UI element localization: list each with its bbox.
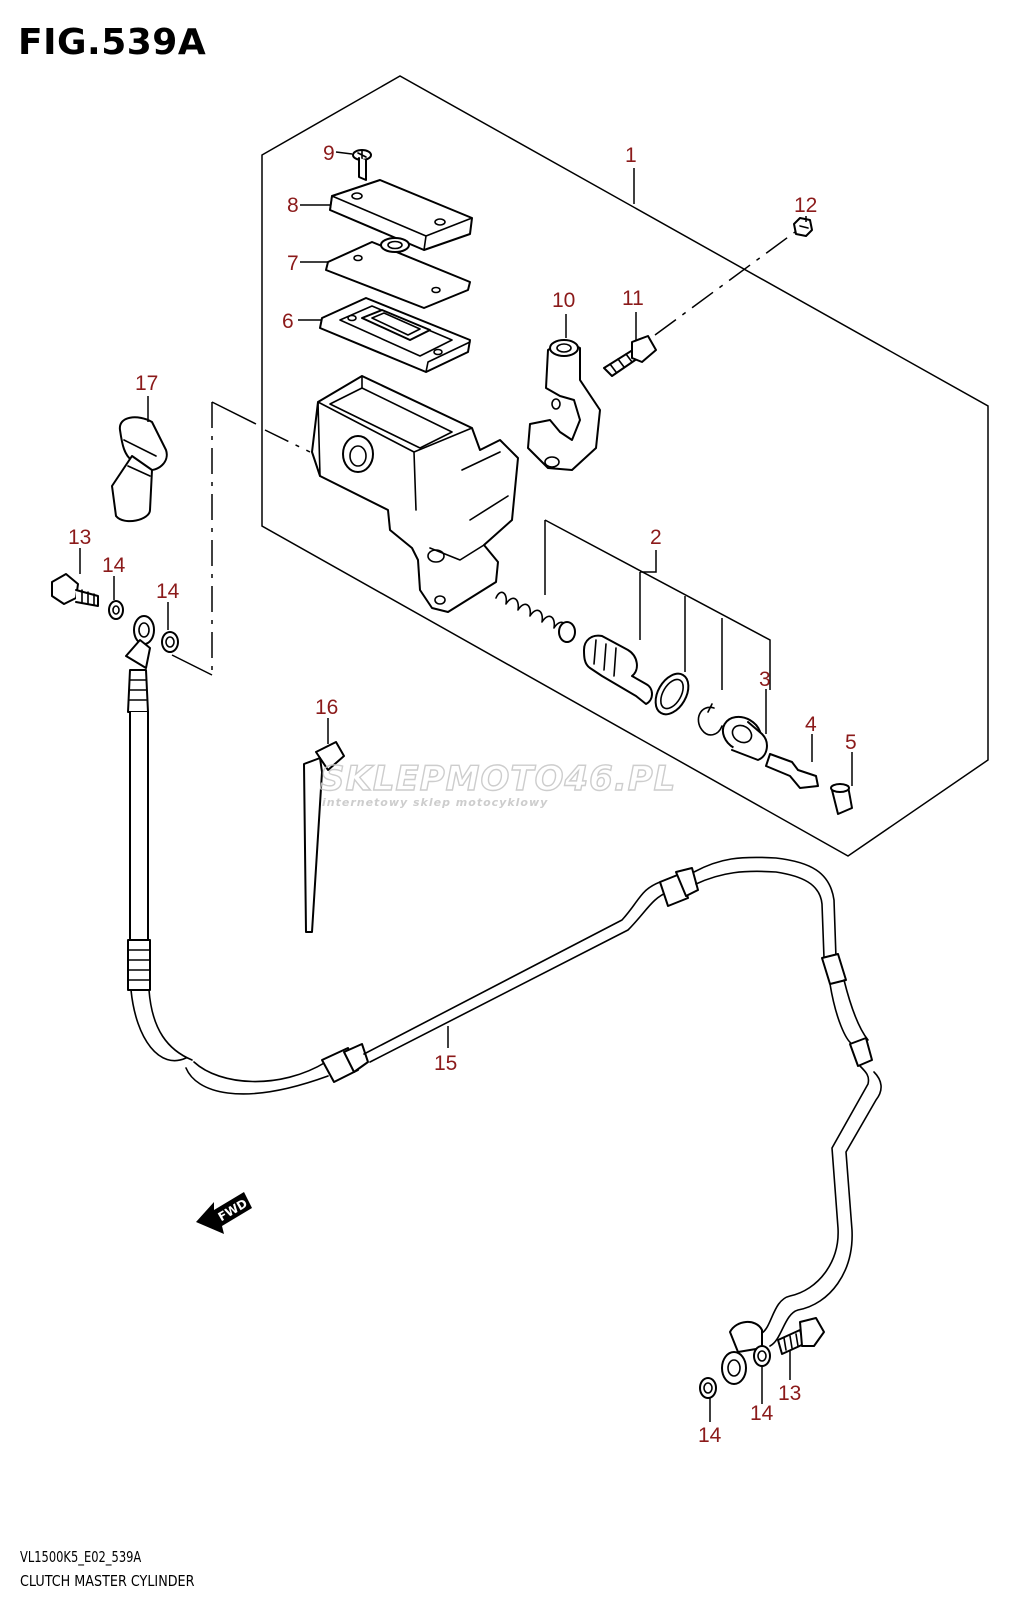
callout-10: 10 <box>552 289 575 312</box>
alignment-bracket-left <box>171 401 257 676</box>
boot-part-3 <box>721 715 768 761</box>
callout-2: 2 <box>650 526 662 549</box>
callout-14-top-b: 14 <box>156 580 180 603</box>
watermark-brand-b: MOTO <box>446 759 565 799</box>
figure-code: VL1500K5_E02_539A <box>20 1548 142 1566</box>
callout-9: 9 <box>323 142 335 165</box>
watermark-brand-d: .PL <box>614 759 677 799</box>
master-cylinder-body-part-1 <box>311 375 519 613</box>
washer-part-14-top-b <box>161 631 179 653</box>
callout-13-bottom: 13 <box>778 1382 801 1405</box>
callout-7: 7 <box>287 252 299 275</box>
callout-11: 11 <box>622 287 644 310</box>
callout-6: 6 <box>282 310 294 333</box>
nut-part-12 <box>793 217 813 237</box>
circlip-part-2 <box>697 703 723 736</box>
callout-17: 17 <box>135 372 158 395</box>
callout-15: 15 <box>434 1052 457 1075</box>
screw-part-9 <box>352 149 372 181</box>
watermark: SKLEPMOTO46.PL internetowy sklep motocyk… <box>319 758 676 809</box>
hose-clamp-part-16 <box>303 741 345 933</box>
callout-12: 12 <box>794 194 817 217</box>
diaphragm-plate-part-7 <box>325 237 471 309</box>
callout-16: 16 <box>315 696 338 719</box>
push-rod-part-4 <box>765 753 819 789</box>
reservoir-cover-part-8 <box>329 179 473 251</box>
callout-14-top-a: 14 <box>102 554 126 577</box>
callout-5: 5 <box>845 731 857 754</box>
callout-8: 8 <box>287 194 299 217</box>
assembly-outline <box>261 75 989 857</box>
piston-kit-bracket <box>544 519 771 690</box>
watermark-brand-a: SKLEP <box>320 759 446 799</box>
banjo-bolt-part-13-top <box>51 573 99 607</box>
washer-part-14-top-a <box>108 600 124 620</box>
banjo-bolt-part-13-bottom <box>777 1317 825 1355</box>
alignment-line-body <box>264 429 311 453</box>
hose-boot-part-17 <box>111 416 168 523</box>
watermark-tagline: internetowy sklep motocyklowy <box>322 796 548 809</box>
diaphragm-part-6 <box>319 297 471 373</box>
spring-part-2 <box>495 591 576 643</box>
watermark-brand-c: 46 <box>564 759 614 799</box>
clutch-hose-part-15 <box>125 615 882 1385</box>
handlebar-clamp-part-10 <box>527 339 601 471</box>
callout-14-bottom-a: 14 <box>750 1402 774 1425</box>
leader-lines <box>79 151 853 1422</box>
forward-direction-arrow: FWD <box>196 1192 252 1234</box>
alignment-line-bolt <box>654 231 796 336</box>
seal-ring-part-2 <box>654 672 690 716</box>
callout-1: 1 <box>625 144 637 167</box>
svg-text:SKLEPMOTO46.PL: SKLEPMOTO46.PL <box>320 759 676 799</box>
cap-part-5 <box>830 783 853 815</box>
washer-part-14-bottom-a <box>753 1345 771 1367</box>
clamp-bolt-part-11 <box>603 335 657 377</box>
callout-4: 4 <box>805 713 817 736</box>
callout-13-top: 13 <box>68 526 91 549</box>
figure-title: FIG.539A <box>18 22 207 63</box>
washer-part-14-bottom-b <box>699 1377 717 1399</box>
callout-3: 3 <box>759 668 771 691</box>
callout-14-bottom-b: 14 <box>698 1424 722 1447</box>
piston-part-2 <box>583 634 653 705</box>
figure-caption: CLUTCH MASTER CYLINDER <box>20 1572 195 1590</box>
